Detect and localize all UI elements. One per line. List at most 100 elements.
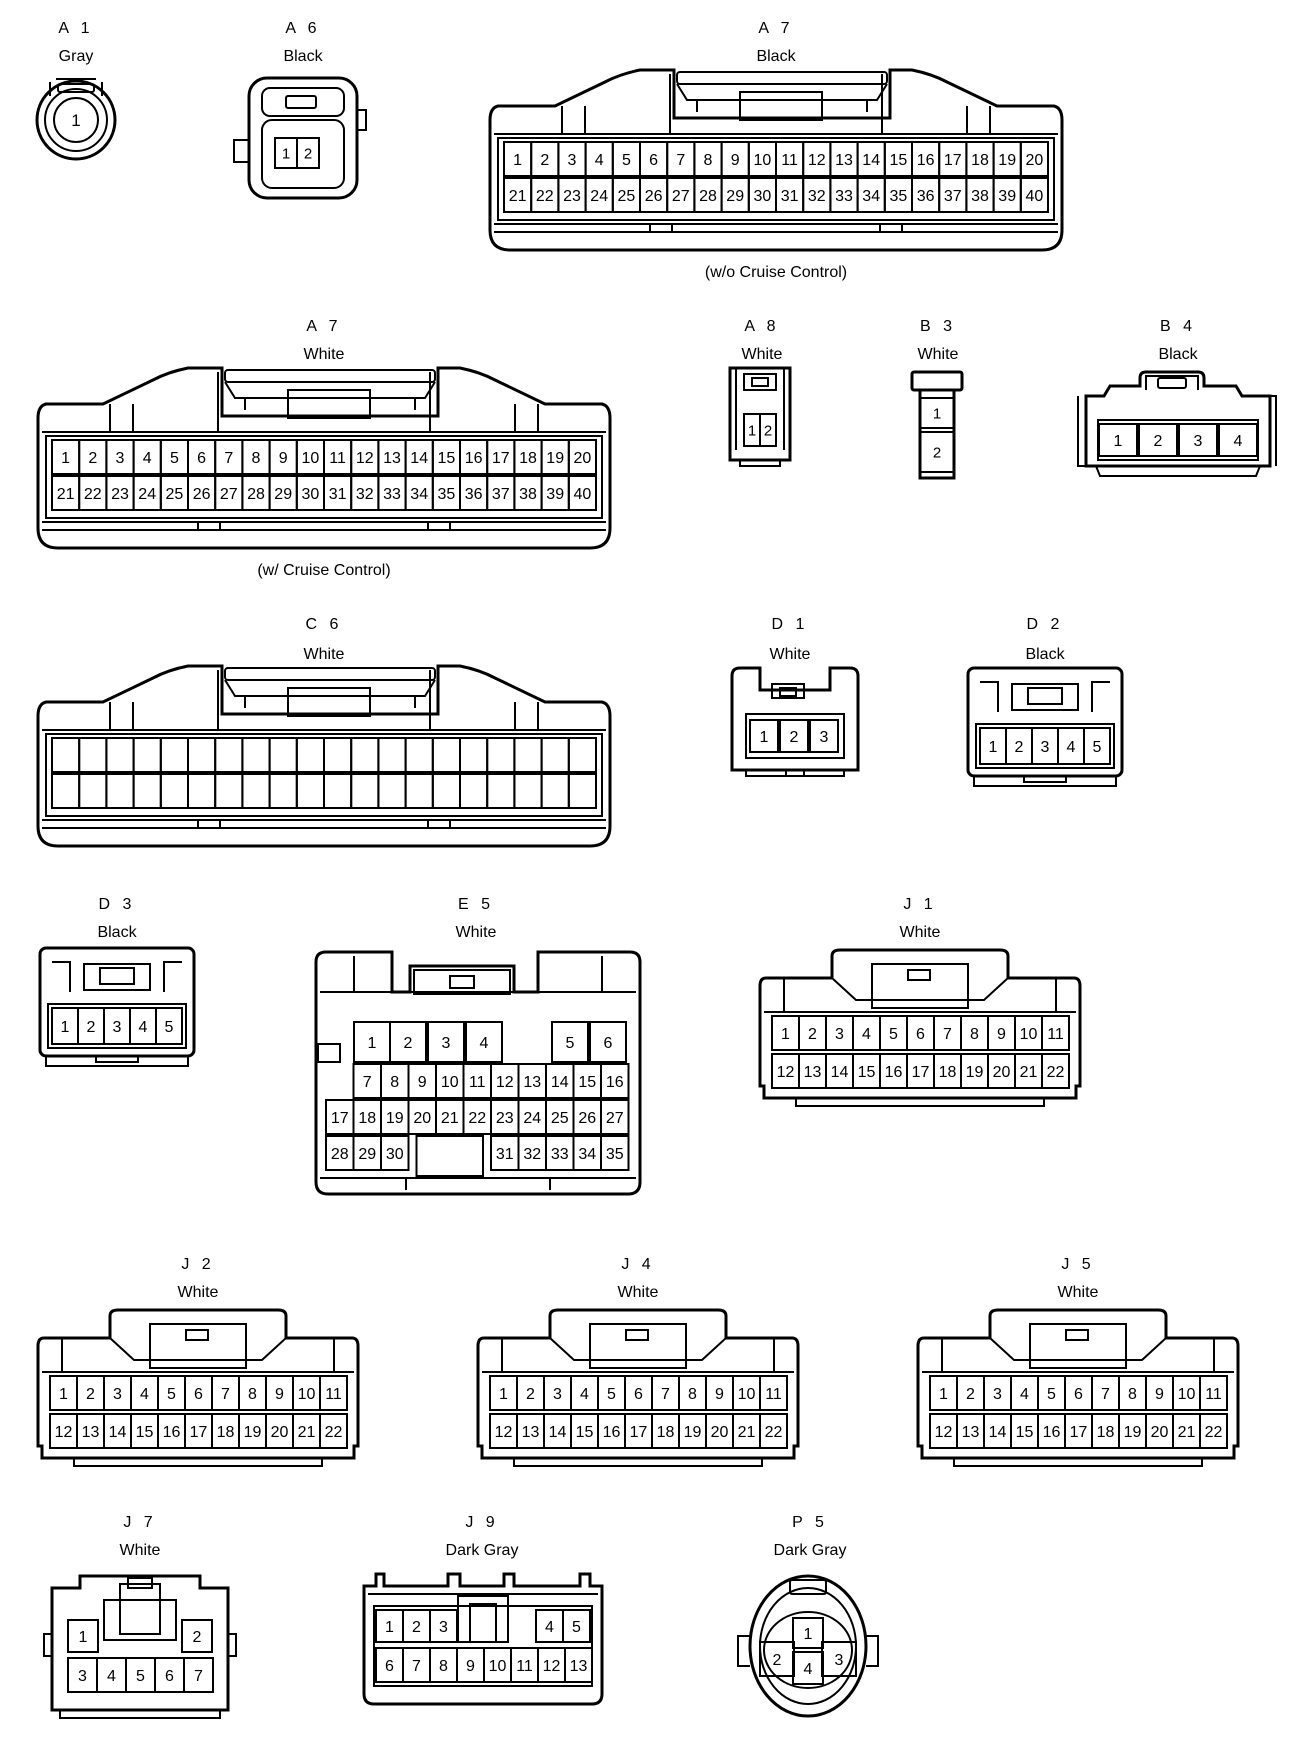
pin-number: 39 [998,188,1016,205]
pin-number: 17 [190,1424,208,1441]
pin-number: 8 [688,1386,697,1403]
pin-number: 28 [331,1146,349,1163]
pin-number: 21 [57,486,75,503]
connector-id: P 5 [792,1514,828,1531]
connector-id: B 3 [919,318,957,335]
pin-number: 17 [331,1110,349,1127]
pin-number: 4 [1020,1386,1029,1403]
pin-number: 14 [109,1424,127,1441]
pin-number: 39 [546,486,564,503]
pin-number: 20 [1026,152,1044,169]
pin-number: 29 [358,1146,376,1163]
connector-id: A 1 [58,20,94,37]
pin-number: 16 [606,1074,624,1091]
pin-number: 11 [765,1386,782,1403]
pin-number: 4 [862,1026,871,1043]
pin-number: 31 [496,1146,514,1163]
pin-number: 18 [939,1064,957,1081]
pin-number: 12 [495,1424,513,1441]
pin-number: 19 [386,1110,404,1127]
pin-number: 16 [885,1064,903,1081]
pin-number: 9 [997,1026,1006,1043]
pin-number: 29 [274,486,292,503]
pin-number: 21 [441,1110,459,1127]
pin-number: 25 [551,1110,569,1127]
pin-number: 13 [523,1074,541,1091]
pin-number: 1 [79,1629,88,1646]
connector-id: B 4 [1159,318,1197,335]
pin-number: 10 [302,450,320,467]
connector-id: J 7 [123,1514,157,1531]
connector-id: A 8 [744,318,780,335]
pin-number: 4 [580,1386,589,1403]
pin-number: 5 [889,1026,898,1043]
pin-number: 1 [499,1386,508,1403]
pin-number: 20 [1151,1424,1169,1441]
pin-number: 2 [1015,739,1024,756]
pin-number: 12 [496,1074,514,1091]
pin-number: 1 [748,422,756,439]
connector-id: D 1 [771,616,809,633]
pin-number: 35 [890,188,908,205]
connector-color: White [899,924,941,941]
pin-number: 18 [1097,1424,1115,1441]
pin-number: 33 [383,486,401,503]
pin-number: 7 [676,152,685,169]
pin-number: 22 [765,1424,783,1441]
pin-number: 2 [404,1035,413,1052]
connector-color: Dark Gray [445,1542,519,1559]
pin-number: 25 [166,486,184,503]
pin-number: 1 [760,729,769,746]
pin-number: 10 [1020,1026,1038,1043]
pin-number: 32 [356,486,374,503]
pin-number: 9 [1155,1386,1164,1403]
pin-number: 20 [711,1424,729,1441]
pin-number: 4 [480,1035,489,1052]
pin-number: 26 [578,1110,596,1127]
pin-number: 16 [465,450,483,467]
connector-color: White [617,1284,659,1301]
pin-number: 2 [304,145,312,162]
pin-number: 15 [890,152,908,169]
pin-number: 6 [385,1658,394,1675]
pin-number: 9 [715,1386,724,1403]
connector-note: (w/o Cruise Control) [704,264,848,281]
pin-number: 30 [302,486,320,503]
pin-number: 29 [726,188,744,205]
pin-number: 16 [1043,1424,1061,1441]
pin-number: 5 [572,1619,581,1636]
pin-number: 1 [71,111,80,130]
pin-number: 20 [993,1064,1011,1081]
pin-number: 15 [1016,1424,1034,1441]
pin-number: 3 [820,729,829,746]
pin-number: 2 [966,1386,975,1403]
pin-number: 6 [604,1035,613,1052]
pin-number: 10 [738,1386,756,1403]
pin-number: 5 [1047,1386,1056,1403]
pin-number: 20 [574,450,592,467]
pin-number: 7 [943,1026,952,1043]
pin-number: 28 [699,188,717,205]
pin-number: 4 [143,450,152,467]
pin-number: 8 [390,1074,399,1091]
pin-number: 9 [279,450,288,467]
pin-number: 5 [607,1386,616,1403]
connector-color: Black [1025,646,1065,663]
pin-number: 20 [271,1424,289,1441]
pin-number: 6 [916,1026,925,1043]
pin-number: 1 [368,1035,377,1052]
pin-number: 23 [496,1110,514,1127]
pin-number: 32 [808,188,826,205]
pin-number: 10 [1178,1386,1196,1403]
pin-number: 14 [989,1424,1007,1441]
pin-number: 3 [78,1668,87,1685]
pin-number: 6 [165,1668,174,1685]
pin-number: 12 [935,1424,953,1441]
pin-number: 5 [165,1019,174,1036]
